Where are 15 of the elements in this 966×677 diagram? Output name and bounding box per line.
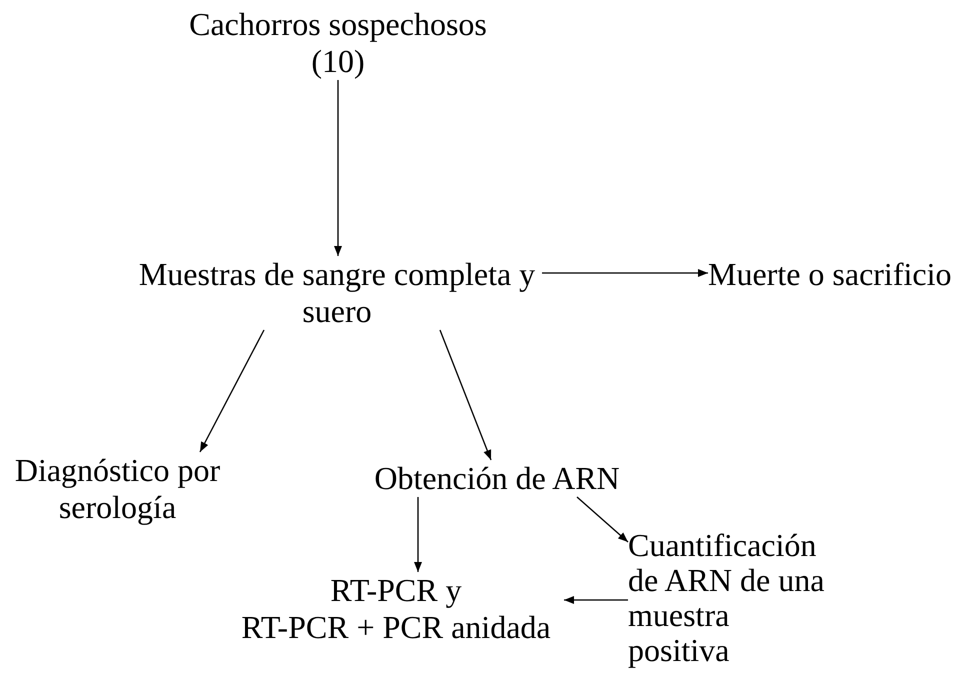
step-label: Diagnóstico por serología bbox=[14, 452, 222, 526]
arrow bbox=[576, 496, 628, 542]
arrow bbox=[542, 269, 708, 277]
arrow bbox=[439, 330, 492, 460]
step-label: Cuantificación de ARN de una muestra positiva bbox=[628, 528, 826, 668]
step-label: Muestras de sangre completa y suero bbox=[138, 256, 536, 330]
arrow bbox=[414, 497, 422, 572]
step-label: Muerte o sacrificio bbox=[708, 256, 952, 293]
arrow bbox=[564, 596, 628, 604]
step-label: RT-PCR + PCR anidada bbox=[240, 609, 552, 646]
step-label: Obtención de ARN bbox=[373, 460, 621, 497]
arrow bbox=[334, 80, 342, 256]
step-label: RT-PCR y bbox=[329, 572, 463, 609]
step-label: Cachorros sospechosos (10) bbox=[188, 6, 488, 80]
arrow bbox=[199, 330, 265, 452]
